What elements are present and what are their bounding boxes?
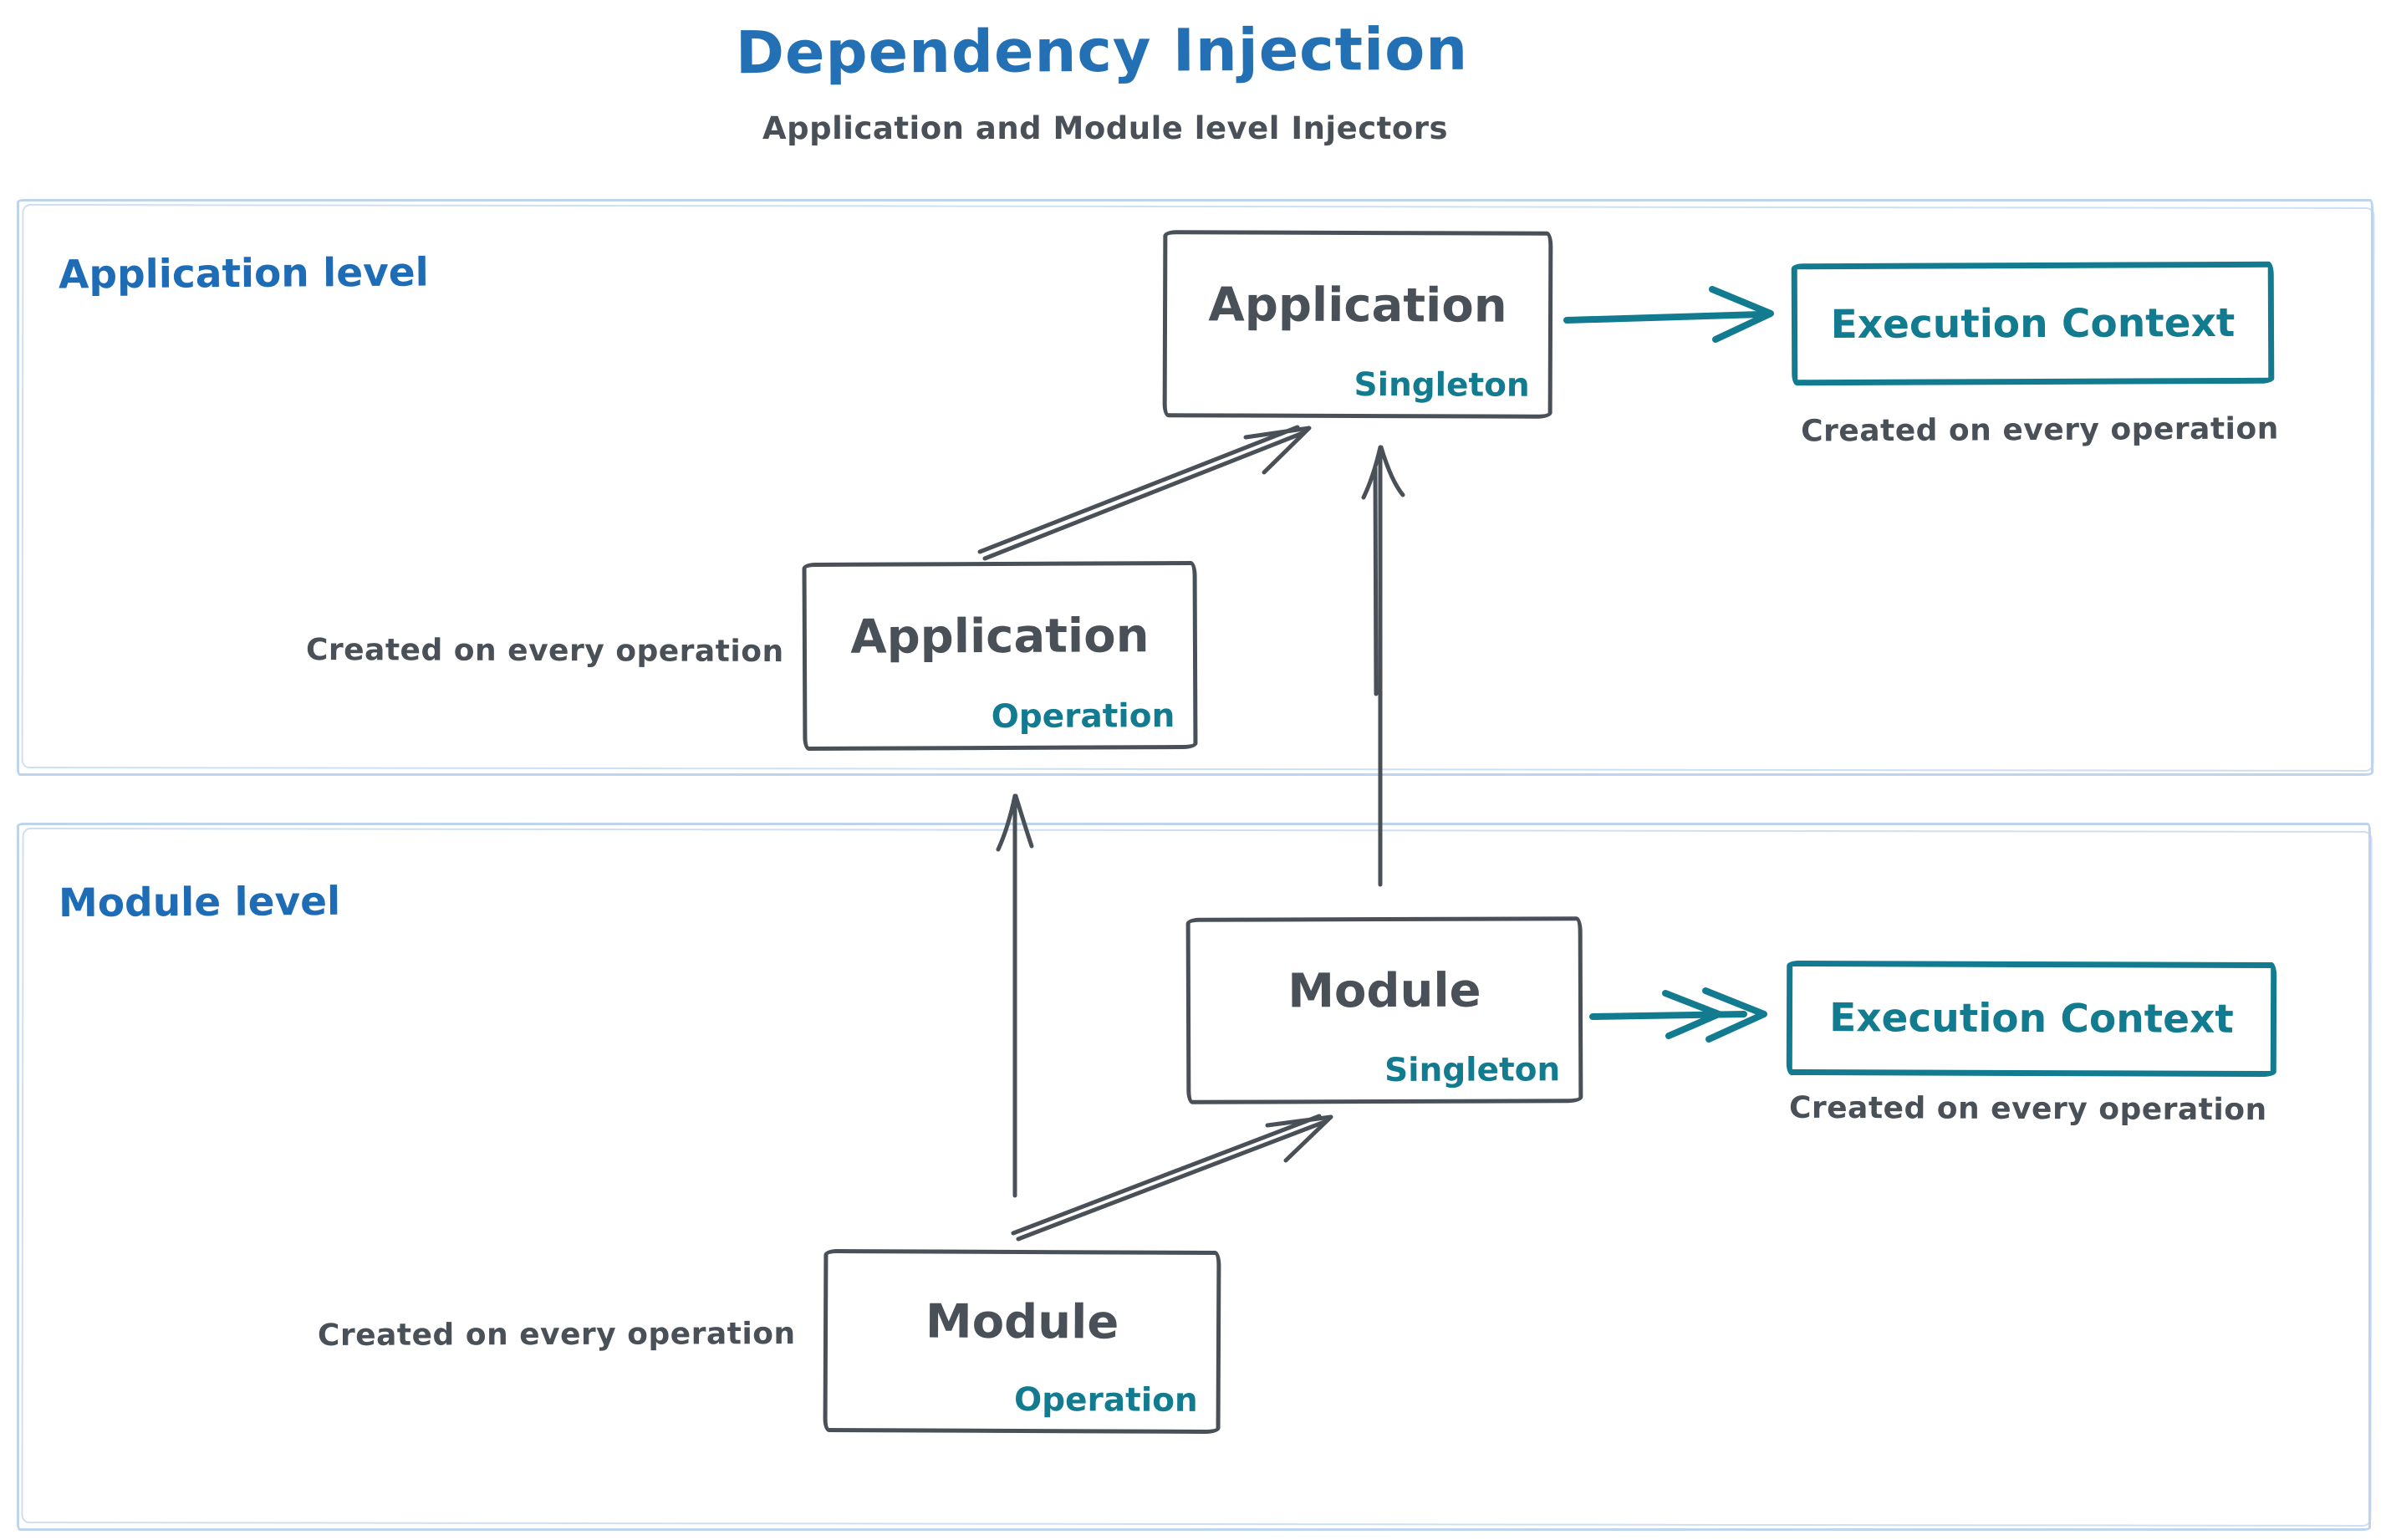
- module-operation-scope-label: Operation: [1013, 1380, 1198, 1420]
- module-execution-context-caption: Created on every operation: [1788, 1090, 2267, 1128]
- module-singleton-scope-label: Singleton: [1384, 1051, 1561, 1089]
- application-execution-context-box: Execution Context: [1791, 261, 2275, 386]
- module-operation-title: Module: [925, 1294, 1119, 1350]
- page-title: Dependency Injection: [735, 14, 1469, 88]
- module-execution-context-box: Execution Context: [1786, 960, 2277, 1078]
- application-operation-title: Application: [850, 609, 1150, 665]
- application-level-label: Application level: [58, 249, 429, 298]
- page-subtitle: Application and Module level Injectors: [762, 110, 1449, 146]
- module-singleton-title: Module: [1287, 963, 1481, 1019]
- application-execution-context-caption: Created on every operation: [1801, 411, 2279, 449]
- module-operation-caption: Created on every operation: [317, 1316, 796, 1353]
- application-operation-box: Application Operation: [802, 560, 1198, 752]
- application-level-container: [17, 199, 2373, 776]
- application-singleton-scope-label: Singleton: [1354, 365, 1530, 405]
- application-operation-caption: Created on every operation: [305, 633, 784, 670]
- application-execution-context-label: Execution Context: [1830, 299, 2236, 348]
- module-singleton-box: Module Singleton: [1185, 916, 1583, 1104]
- module-operation-box: Module Operation: [823, 1248, 1221, 1435]
- module-level-label: Module level: [58, 878, 341, 927]
- module-level-container: [17, 823, 2371, 1531]
- application-operation-scope-label: Operation: [991, 697, 1175, 737]
- application-singleton-title: Application: [1208, 277, 1507, 334]
- application-singleton-box: Application Singleton: [1162, 230, 1553, 419]
- module-execution-context-label: Execution Context: [1829, 995, 2234, 1043]
